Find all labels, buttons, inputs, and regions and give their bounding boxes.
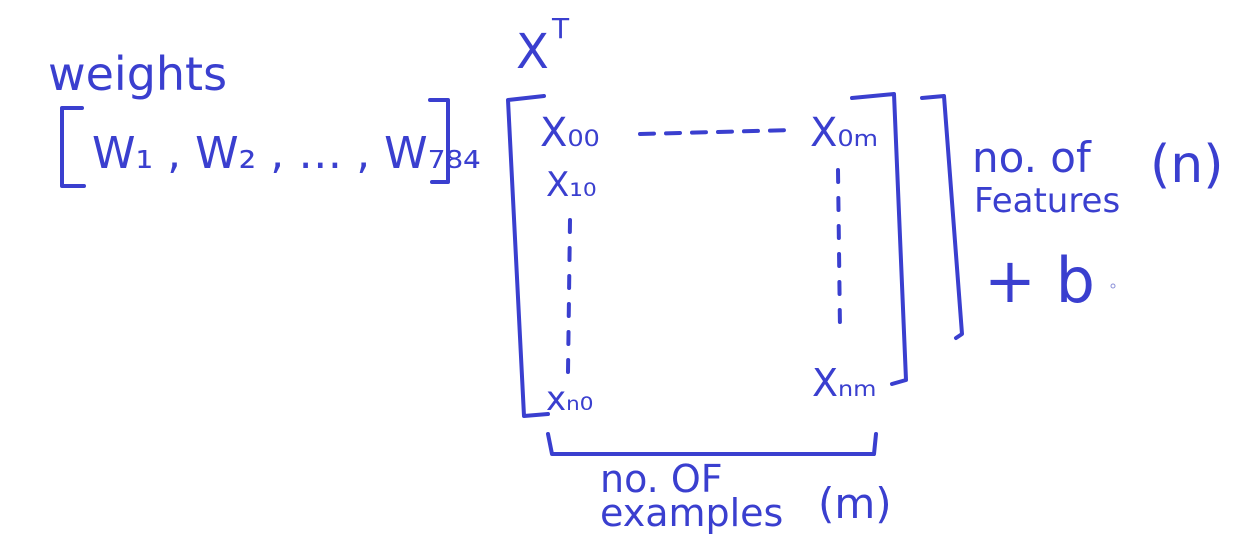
right-column-dashes [836,168,842,332]
features-line2: Features [974,181,1120,221]
examples-line1: no. OF [600,457,723,501]
matrix-label: X [516,24,549,80]
matrix-right-bracket [850,92,908,386]
matrix-left-bracket [506,94,550,418]
examples-line2: examples [600,491,783,535]
bias-term: + b [984,244,1095,317]
cell-bottom-right: Xₙₘ [812,361,877,405]
top-row-dashes [638,128,794,136]
cell-bottom-left: xₙ₀ [546,379,593,419]
matrix-label-superscript: T [551,12,570,45]
stray-dot [1110,283,1116,289]
examples-symbol: (m) [818,479,892,528]
weights-left-bracket [60,106,86,188]
weights-vector: W₁ , W₂ , … , W₇₈₄ [92,128,481,179]
examples-brace [546,432,878,456]
left-column-dashes [566,218,572,374]
weights-title: weights [48,47,227,101]
weights-right-bracket [428,98,450,184]
cell-top-right: X₀ₘ [810,110,878,156]
cell-top-left: X₀₀ [540,110,599,156]
features-line1: no. of [972,133,1092,182]
features-bracket [920,94,964,340]
cell-second-left: X₁₀ [546,165,597,205]
features-symbol: (n) [1150,135,1224,195]
